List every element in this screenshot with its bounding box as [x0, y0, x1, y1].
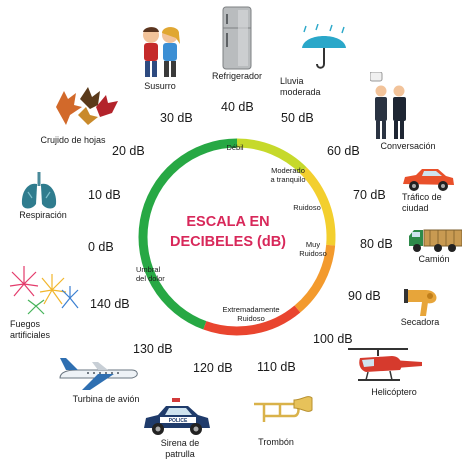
zone-label-moderate: Moderado a tranquilo [270, 166, 306, 184]
hair-dryer-icon [404, 289, 437, 316]
source-label-trombone: Trombón [258, 437, 294, 447]
source-label-rain: Lluvia moderada [280, 76, 321, 97]
zone-label-weak: Débil [226, 143, 244, 152]
conversation-icon [370, 72, 406, 139]
db-label-20: 20 dB [112, 144, 145, 158]
ring-arc-extremely-loud [203, 305, 301, 336]
car-icon [403, 169, 454, 191]
lungs-icon [21, 172, 57, 209]
police-badge-text: POLICE [169, 418, 188, 424]
ring-arc-moderate [236, 138, 307, 174]
source-label-refrigerator: Refrigerador [211, 71, 263, 81]
zone-label-loud: Ruidoso [293, 203, 321, 212]
whispering-children-icon [143, 27, 180, 77]
source-label-helicopter: Helicóptero [371, 387, 417, 397]
db-label-0: 0 dB [88, 240, 114, 254]
trombone-icon [254, 396, 313, 422]
refrigerator-icon [222, 6, 252, 70]
source-label-dryer: Secadora [400, 317, 440, 327]
truck-icon [409, 229, 462, 252]
source-label-police: Sirena de patrulla [160, 438, 200, 459]
source-label-conversation: Conversación [380, 141, 436, 151]
db-label-80: 80 dB [360, 237, 393, 251]
leaves-icon [56, 87, 118, 125]
source-label-whisper: Susurro [144, 81, 176, 91]
source-label-fireworks: Fuegos artificiales [10, 319, 51, 340]
db-label-90: 90 dB [348, 289, 381, 303]
ring-arc-very-loud [294, 244, 336, 313]
db-label-50: 50 dB [281, 111, 314, 125]
source-label-breathing: Respiración [19, 210, 67, 220]
fireworks-icon [9, 266, 79, 315]
source-label-traffic: Tráfico de ciudad [402, 192, 442, 213]
zone-label-extremely-loud: Extremadamente Ruidoso [222, 305, 280, 323]
db-label-130: 130 dB [133, 342, 173, 356]
zone-label-pain-threshold: Umbral del dolor [136, 265, 165, 283]
source-label-leaves: Crujido de hojas [40, 135, 106, 145]
db-label-30: 30 dB [160, 111, 193, 125]
source-label-truck: Camión [418, 254, 450, 264]
db-label-10: 10 dB [88, 188, 121, 202]
db-label-140: 140 dB [90, 297, 130, 311]
db-label-70: 70 dB [353, 188, 386, 202]
diagram-title: ESCALA EN DECIBELES (dB) [158, 212, 298, 252]
title-line-2: DECIBELES (dB) [170, 234, 286, 250]
umbrella-rain-icon [302, 24, 346, 69]
ring-arc-loud [300, 167, 336, 246]
airplane-icon [59, 358, 138, 390]
db-label-110: 110 dB [257, 360, 296, 374]
db-label-40: 40 dB [221, 100, 254, 114]
db-label-120: 120 dB [193, 361, 233, 375]
source-label-jet: Turbina de avión [72, 394, 140, 404]
police-car-icon: POLICE [144, 398, 210, 435]
db-label-100: 100 dB [313, 332, 353, 346]
helicopter-icon [348, 348, 422, 381]
ring-arc-weak [138, 138, 238, 330]
zone-label-very-loud: Muy Ruidoso [299, 240, 327, 258]
db-label-60: 60 dB [327, 144, 360, 158]
title-line-1: ESCALA EN [186, 214, 270, 230]
